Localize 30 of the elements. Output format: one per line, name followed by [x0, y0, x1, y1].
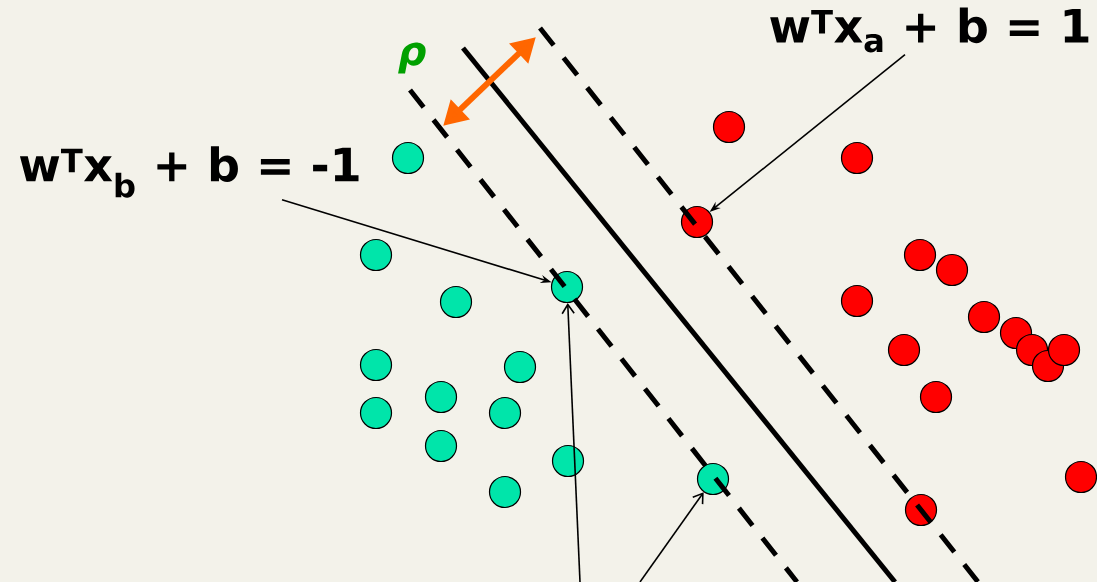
data-point — [935, 253, 969, 287]
equation-label: w$^{T}$x$_{b}$ + b = -1 — [19, 146, 359, 198]
data-point — [712, 110, 746, 144]
data-point — [359, 348, 393, 382]
data-point — [424, 380, 458, 414]
data-point — [903, 238, 937, 272]
data-point — [551, 444, 585, 478]
leader-arrow — [639, 492, 704, 582]
data-point — [550, 270, 584, 304]
data-point — [359, 238, 393, 272]
data-point — [887, 333, 921, 367]
data-point — [904, 493, 938, 527]
data-point — [919, 380, 953, 414]
data-point — [488, 475, 522, 509]
data-point — [391, 141, 425, 175]
data-point — [424, 429, 458, 463]
data-point — [1064, 460, 1097, 494]
data-point — [696, 462, 730, 496]
data-point — [680, 205, 714, 239]
data-point — [439, 285, 473, 319]
data-point — [967, 300, 1001, 334]
data-point — [1047, 333, 1081, 367]
data-point — [359, 396, 393, 430]
data-point — [503, 350, 537, 384]
margin-symbol: ρ — [398, 42, 426, 74]
data-point — [840, 284, 874, 318]
data-point — [840, 141, 874, 175]
equation-label: w$^{T}$x$_{a}$ + b = 1 — [770, 7, 1089, 53]
data-point — [488, 396, 522, 430]
leader-arrow — [561, 303, 581, 582]
